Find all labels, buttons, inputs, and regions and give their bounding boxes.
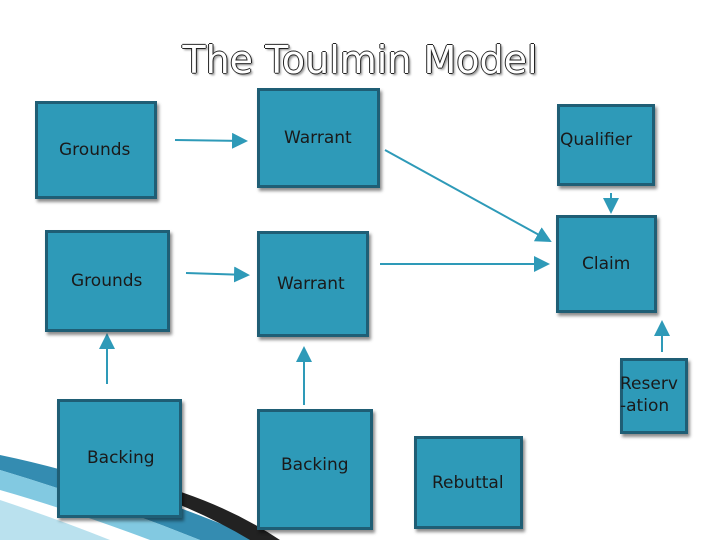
page-title: The Toulmin Model: [182, 38, 538, 82]
reservation-label-line1: Reserv: [620, 374, 678, 394]
rebuttal-box: Rebuttal: [414, 436, 523, 529]
qualifier-label: Qualifier: [560, 130, 633, 150]
rebuttal-label: Rebuttal: [432, 473, 504, 493]
warrant-label: Warrant: [277, 274, 345, 294]
claim-label: Claim: [582, 254, 631, 274]
qualifier-box: Qualifier: [557, 104, 655, 186]
warrant-label: Warrant: [284, 128, 352, 148]
grounds-box-top: Grounds: [35, 101, 157, 199]
grounds-box-mid: Grounds: [45, 230, 170, 332]
backing-box-mid: Backing: [257, 409, 373, 530]
backing-box-left: Backing: [57, 399, 182, 518]
claim-box: Claim: [556, 215, 657, 313]
backing-label: Backing: [281, 455, 349, 475]
arrow-grounds-to-warrant-top: [174, 132, 248, 149]
grounds-label: Grounds: [71, 271, 143, 291]
arrow-grounds-to-warrant-mid: [185, 266, 250, 283]
reservation-box: Reserv -ation: [620, 358, 688, 434]
warrant-box-top: Warrant: [257, 88, 380, 188]
backing-label: Backing: [87, 448, 155, 468]
grounds-label: Grounds: [59, 140, 131, 160]
arrow-warrant-to-claim-diagonal: [384, 149, 552, 242]
warrant-box-mid: Warrant: [257, 231, 369, 337]
reservation-label-line2: -ation: [620, 396, 670, 416]
